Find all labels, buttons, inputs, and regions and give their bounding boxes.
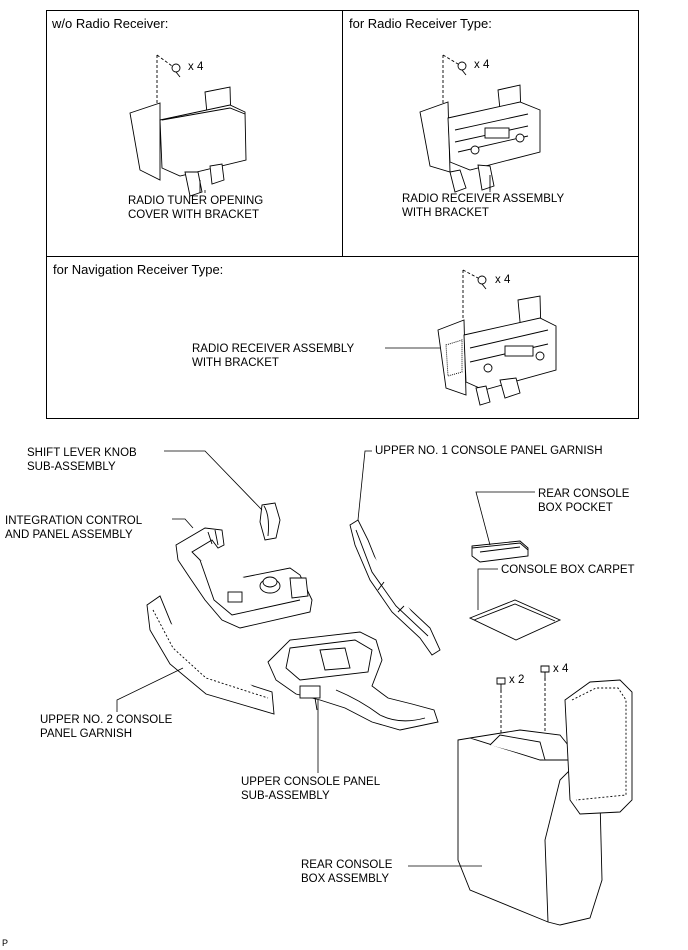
panel-title-navigation: for Navigation Receiver Type: [53,262,224,277]
part-label-radio-tuner-cover: RADIO TUNER OPENING COVER WITH BRACKET [128,195,264,221]
leader-lines [116,186,535,867]
radio-tuner-cover-illustration [129,54,247,197]
rear-console-box [457,665,633,926]
radio-receiver-illustration [419,54,541,193]
panel-title-wo-radio: w/o Radio Receiver: [52,16,169,31]
screw-icon [457,61,467,76]
part-label-upper-console-panel: UPPER CONSOLE PANEL SUB-ASSEMBLY [241,776,381,802]
part-label-radio-receiver: RADIO RECEIVER ASSEMBLY WITH BRACKET [402,193,565,219]
screw-icon [477,275,487,290]
part-label-upper-no1-garnish: UPPER NO. 1 CONSOLE PANEL GARNISH [375,445,603,457]
nav-receiver-illustration [437,269,557,406]
integration-control-panel [175,527,313,629]
bolt-qty-label: x 4 [553,663,569,675]
upper-console-panel [267,631,439,731]
console-box-carpet [468,599,562,641]
screw-icon [171,63,181,78]
bolt-qty-label: x 2 [509,674,525,686]
upper-no2-console-garnish [146,595,275,715]
shift-lever-knob [259,502,281,541]
bolt-icon [540,665,550,680]
part-label-rear-console-box: REAR CONSOLE BOX ASSEMBLY [301,859,393,885]
part-label-shift-knob: SHIFT LEVER KNOB SUB-ASSEMBLY [27,447,137,473]
part-label-rear-pocket: REAR CONSOLE BOX POCKET [538,488,630,514]
illustration-code: P [2,938,9,948]
part-label-nav-radio-receiver: RADIO RECEIVER ASSEMBLY WITH BRACKET [192,343,355,369]
screw-qty-label: x 4 [474,59,490,71]
rear-console-box-pocket [471,540,529,563]
upper-no1-console-garnish [349,519,441,656]
part-label-upper-no2-garnish: UPPER NO. 2 CONSOLE PANEL GARNISH [40,714,173,740]
bolt-icon [496,677,506,692]
panel-title-radio-receiver: for Radio Receiver Type: [349,16,492,31]
part-label-integration-control: INTEGRATION CONTROL AND PANEL ASSEMBLY [5,515,143,541]
part-label-carpet: CONSOLE BOX CARPET [501,564,635,576]
screw-qty-label: x 4 [495,274,511,286]
screw-qty-label: x 4 [188,61,204,73]
